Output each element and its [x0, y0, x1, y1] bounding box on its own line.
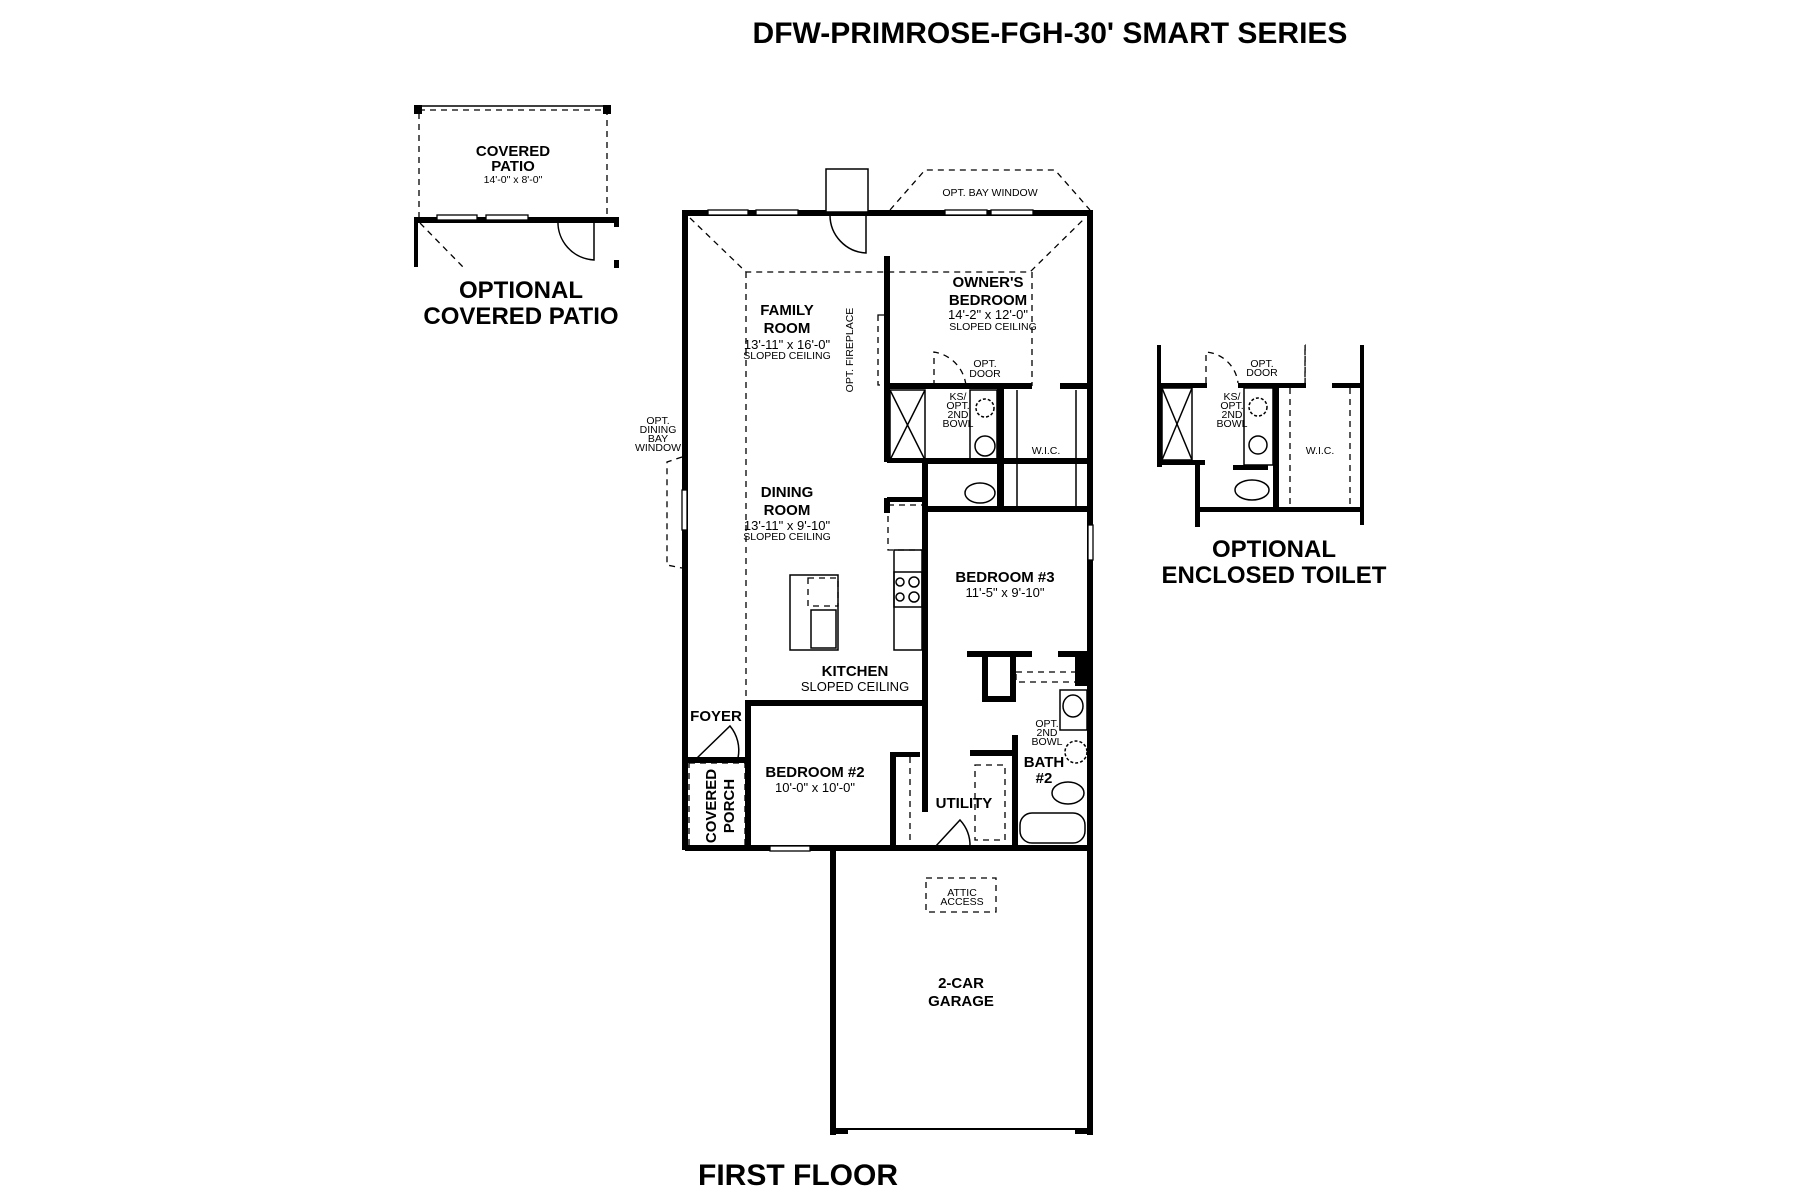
bath2-name-2: #2 [1036, 770, 1053, 787]
dining-bay-note: OPT. [646, 415, 669, 427]
owners-bedroom-name-2: BEDROOM [949, 292, 1027, 309]
dining-room-name-2: ROOM [764, 502, 811, 519]
bath2-name: BATH [1024, 754, 1065, 771]
room-labels: FAMILY ROOM 13'-11" x 16'-0" SLOPED CEIL… [635, 274, 1064, 1192]
ks-bowl-note-4: BOWL [943, 418, 974, 430]
floor-label: FIRST FLOOR [698, 1159, 898, 1192]
opt-door-note: OPT. [973, 358, 996, 370]
kitchen-note: SLOPED CEILING [801, 679, 909, 694]
patio-name-2: PATIO [491, 158, 535, 175]
dining-bay-note-2: DINING [640, 424, 677, 436]
attic-note-2: ACCESS [940, 896, 983, 908]
owners-bedroom-note: SLOPED CEILING [949, 321, 1037, 333]
dining-room-name: DINING [761, 484, 814, 501]
optional-enclosed-toilet: OPT. DOOR KS/ OPT. 2ND BOWL W.I.C. OPTIO… [1157, 344, 1387, 589]
foyer-name: FOYER [690, 708, 742, 725]
toilet-ks-note: KS/ [1224, 391, 1241, 403]
ks-bowl-note-3: 2ND [947, 409, 968, 421]
porch-name: COVERED [703, 769, 720, 843]
toilet-ks-note-2: OPT. [1220, 400, 1243, 412]
toilet-option-label-2: ENCLOSED TOILET [1162, 562, 1387, 589]
family-room-name-2: ROOM [764, 320, 811, 337]
toilet-option-label: OPTIONAL [1212, 536, 1336, 563]
bedroom2-name: BEDROOM #2 [765, 764, 864, 781]
fireplace-note: OPT. FIREPLACE [844, 308, 856, 393]
patio-name: COVERED [476, 143, 550, 160]
opt-door-note-2: DOOR [969, 368, 1001, 380]
utility-name: UTILITY [936, 795, 993, 812]
optional-covered-patio: COVERED PATIO 14'-0" x 8'-0" OPTIONAL CO… [414, 105, 619, 330]
garage-name: 2-CAR [938, 975, 984, 992]
dining-room-note: SLOPED CEILING [743, 531, 831, 543]
patio-label: OPTIONAL [459, 277, 583, 304]
owners-bedroom-dims: 14'-2" x 12'-0" [948, 307, 1028, 322]
ks-bowl-note: KS/ [950, 391, 967, 403]
kitchen-name: KITCHEN [822, 663, 889, 680]
toilet-ks-note-3: 2ND [1221, 409, 1242, 421]
family-room-note: SLOPED CEILING [743, 350, 831, 362]
wic-label: W.I.C. [1032, 445, 1061, 457]
house-walls: OPT. BAY WINDOW [666, 168, 1094, 1135]
porch-name-2: PORCH [721, 779, 738, 833]
toilet-ks-note-4: BOWL [1217, 418, 1248, 430]
ks-bowl-note-2: OPT. [946, 400, 969, 412]
toilet-wic-label: W.I.C. [1306, 445, 1335, 457]
toilet-opt-door-note-2: DOOR [1246, 367, 1278, 379]
patio-dims: 14'-0" x 8'-0" [484, 174, 543, 186]
family-room-name: FAMILY [760, 302, 814, 319]
toilet-opt-door-note: OPT. [1250, 358, 1273, 370]
garage-name-2: GARAGE [928, 993, 994, 1010]
attic-note: ATTIC [947, 887, 977, 899]
bath2-bowl-note-2: 2ND [1036, 727, 1057, 739]
bath2-bowl-note-3: BOWL [1032, 736, 1063, 748]
family-room-dims: 13'-11" x 16'-0" [744, 337, 831, 352]
plan-title: DFW-PRIMROSE-FGH-30' SMART SERIES [753, 17, 1348, 50]
bedroom3-name: BEDROOM #3 [955, 569, 1054, 586]
dining-bay-note-4: WINDOW [635, 442, 681, 454]
bedroom3-dims: 11'-5" x 9'-10" [966, 585, 1045, 600]
owners-bedroom-name: OWNER'S [952, 274, 1023, 291]
bay-window-note: OPT. BAY WINDOW [942, 187, 1037, 199]
bedroom2-dims: 10'-0" x 10'-0" [775, 780, 855, 795]
bath2-bowl-note: OPT. [1035, 718, 1058, 730]
dining-bay-note-3: BAY [648, 433, 668, 445]
dining-room-dims: 13'-11" x 9'-10" [744, 518, 831, 533]
patio-label-2: COVERED PATIO [423, 303, 618, 330]
